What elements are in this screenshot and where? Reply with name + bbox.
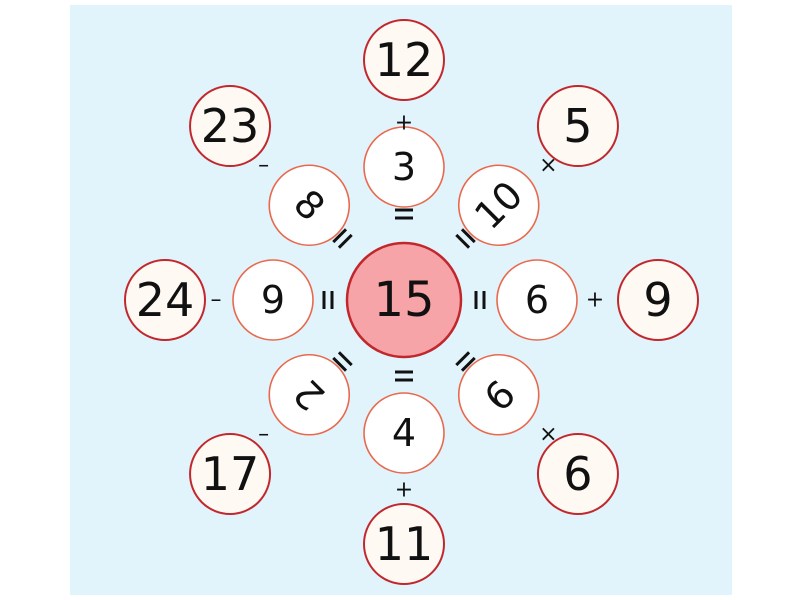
inner-number: 6 bbox=[525, 278, 549, 322]
inner-number: 9 bbox=[261, 278, 285, 322]
outer-number: 24 bbox=[136, 273, 195, 327]
outer-number: 9 bbox=[643, 273, 672, 327]
equals-sign bbox=[395, 370, 413, 382]
equals-bar bbox=[332, 356, 348, 372]
equals-sign bbox=[395, 208, 413, 220]
equals-sign bbox=[332, 228, 353, 249]
equals-sign bbox=[322, 291, 334, 309]
operator-sign: + bbox=[586, 288, 604, 313]
equals-bar bbox=[337, 233, 353, 249]
inner-number-circle bbox=[496, 259, 578, 341]
operator-sign: – bbox=[258, 422, 269, 447]
outer-number-circle bbox=[124, 259, 206, 341]
inner-number-circle bbox=[268, 353, 351, 436]
equals-sign bbox=[474, 291, 486, 309]
outer-number-circle bbox=[536, 85, 619, 168]
outer-number-circle bbox=[617, 259, 699, 341]
outer-number-circle bbox=[363, 503, 445, 585]
outer-number-circle bbox=[363, 19, 445, 101]
outer-number: 11 bbox=[375, 517, 434, 571]
equals-sign bbox=[455, 351, 476, 372]
outer-number: 17 bbox=[201, 447, 260, 501]
center-circle bbox=[345, 241, 463, 359]
operator-sign: – bbox=[211, 288, 222, 313]
inner-number: 4 bbox=[392, 411, 416, 455]
equals-sign bbox=[455, 228, 476, 249]
inner-number-circle bbox=[268, 164, 351, 247]
equals-bar bbox=[395, 216, 413, 220]
outer-number-circle bbox=[189, 85, 272, 168]
operator-sign: – bbox=[258, 153, 269, 178]
equals-bar bbox=[482, 291, 486, 309]
equals-bar bbox=[455, 351, 471, 367]
equals-bar bbox=[322, 291, 326, 309]
equals-bar bbox=[395, 370, 413, 374]
outer-number: 23 bbox=[201, 99, 260, 153]
inner-number-circle bbox=[232, 259, 314, 341]
equals-bar bbox=[337, 351, 353, 367]
equals-bar bbox=[330, 291, 334, 309]
operator-sign: + bbox=[395, 111, 413, 136]
outer-number-circle bbox=[189, 432, 272, 515]
equals-bar bbox=[332, 228, 348, 244]
equals-bar bbox=[460, 228, 476, 244]
equals-bar bbox=[460, 356, 476, 372]
equals-sign bbox=[332, 351, 353, 372]
operator-sign: + bbox=[395, 478, 413, 503]
inner-number-circle bbox=[457, 164, 540, 247]
inner-number-circle bbox=[363, 392, 445, 474]
equals-bar bbox=[395, 378, 413, 382]
equals-bar bbox=[474, 291, 478, 309]
inner-number: 3 bbox=[392, 145, 416, 189]
outer-number: 12 bbox=[375, 33, 434, 87]
center-number: 15 bbox=[373, 272, 434, 328]
equals-bar bbox=[395, 208, 413, 212]
inner-number-circle bbox=[457, 353, 540, 436]
outer-number-circle bbox=[536, 432, 619, 515]
operator-sign: × bbox=[539, 422, 557, 447]
equals-bar bbox=[455, 233, 471, 249]
inner-number-circle bbox=[363, 126, 445, 208]
outer-number: 5 bbox=[563, 99, 592, 153]
operator-sign: × bbox=[539, 153, 557, 178]
outer-number: 6 bbox=[563, 447, 592, 501]
